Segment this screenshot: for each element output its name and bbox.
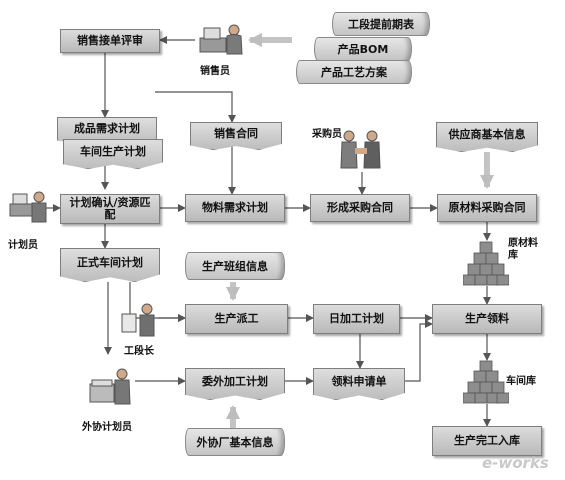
- outsource-planner-icon: [88, 366, 134, 406]
- planner-label: 计划员: [8, 240, 38, 251]
- buyer-icon: [338, 128, 384, 172]
- doc-team-info: 生产班组信息: [185, 252, 285, 280]
- node-sales-contract: 销售合同: [190, 122, 282, 150]
- doc-outsource-info: 外协厂基本信息: [185, 428, 285, 456]
- node-purchase-contract: 形成采购合同: [310, 194, 410, 222]
- node-completion: 生产完工入库: [432, 426, 542, 456]
- node-material-pick: 生产领料: [432, 304, 542, 334]
- foreman-icon: [120, 302, 160, 338]
- node-outsource-plan: 委外加工计划: [185, 368, 285, 400]
- workshop-warehouse-icon: [463, 360, 509, 404]
- node-workshop-plan: 车间生产计划: [63, 139, 163, 169]
- buyer-label: 采购员: [312, 129, 342, 140]
- node-requisition: 领料申请单: [313, 368, 405, 400]
- workshop-warehouse-label: 车间库: [506, 376, 536, 387]
- doc-product-bom: 产品BOM: [314, 37, 412, 61]
- node-raw-purchase: 原材料采购合同: [437, 194, 537, 222]
- raw-warehouse-icon: [463, 240, 509, 286]
- node-material-demand: 物料需求计划: [185, 194, 285, 222]
- watermark: e-works: [482, 454, 549, 472]
- arrow-review-to-contract: [155, 91, 236, 123]
- planner-icon: [8, 188, 48, 226]
- node-formal-plan: 正式车间计划: [60, 248, 160, 282]
- doc-section-schedule: 工段提前期表: [332, 12, 430, 36]
- node-sales-review: 销售接单评审: [60, 29, 160, 53]
- salesperson-label: 销售员: [200, 66, 230, 77]
- node-daily-plan: 日加工计划: [313, 304, 400, 334]
- node-dispatch: 生产派工: [185, 304, 288, 334]
- foreman-label: 工段长: [124, 346, 154, 357]
- arrow-requisition-to-pick: [405, 320, 433, 382]
- salesperson-icon: [198, 20, 248, 60]
- node-supplier-info: 供应商基本信息: [436, 122, 538, 152]
- outsource-planner-label: 外协计划员: [82, 422, 132, 433]
- raw-warehouse-label: 原材料 库: [508, 238, 538, 261]
- node-plan-confirm: 计划确认/资源匹配: [60, 194, 160, 224]
- doc-process-plan: 产品工艺方案: [296, 60, 412, 84]
